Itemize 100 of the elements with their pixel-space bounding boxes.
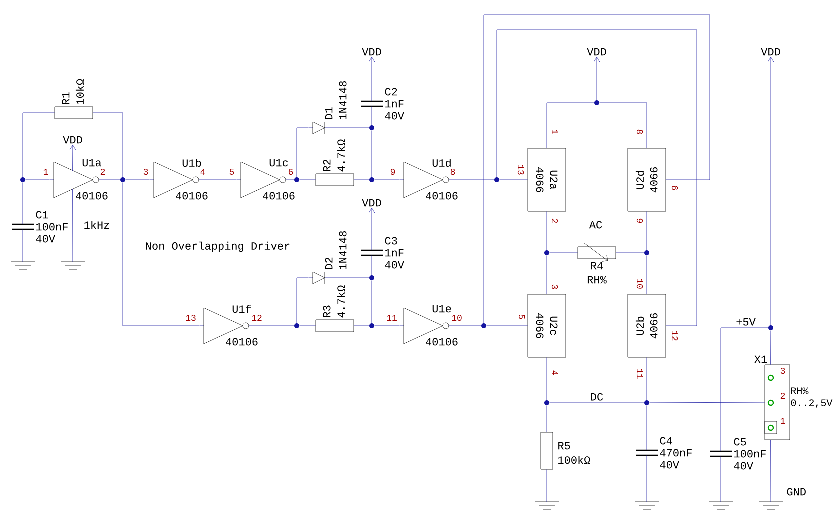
pin-number: 2 (100, 169, 106, 176)
pin-number: 3 (780, 368, 786, 374)
pin-number: 9 (636, 218, 644, 224)
wire (70, 145, 76, 172)
part-label: 1N4148 (339, 81, 347, 120)
note-text: AC (589, 221, 602, 229)
wire (296, 278, 309, 324)
part-label: R3 (323, 306, 331, 318)
wire (646, 256, 648, 294)
wire (770, 330, 772, 365)
pin-number: 12 (252, 315, 262, 322)
part-label: R2 (323, 160, 331, 172)
wire (768, 57, 774, 326)
part-label: 10kΩ (76, 79, 84, 104)
wire (22, 230, 24, 262)
part-label: 40106 (426, 192, 458, 200)
part-label: R1 (62, 92, 70, 104)
part-label: C4 (660, 437, 672, 445)
supply-label: VDD (587, 48, 606, 56)
pin-number: 13 (186, 314, 196, 322)
supply-label: VDD (63, 136, 82, 144)
part-label: 4066 (536, 167, 544, 192)
pin-number: 2 (552, 218, 558, 224)
wire (546, 470, 548, 502)
part-label: RH% (588, 276, 607, 284)
part-label: 1nF (386, 100, 404, 108)
pin-number: 2 (780, 393, 786, 400)
wire (650, 402, 765, 404)
part-label: 40V (385, 261, 404, 269)
ground-symbol (708, 502, 734, 510)
part-label: 4066 (536, 313, 544, 338)
part-label: 40106 (226, 338, 258, 346)
pin-number: 11 (637, 369, 643, 379)
part-label: 40V (385, 112, 404, 120)
part-label: U2a (550, 170, 558, 190)
wire (646, 358, 648, 400)
wire (22, 182, 24, 224)
wire (546, 358, 548, 400)
ground-symbol (634, 502, 660, 510)
wire (22, 112, 55, 178)
part-label: 40V (36, 235, 56, 243)
part-label: U1a (82, 159, 102, 167)
wire (646, 212, 648, 250)
part-label: U2b (636, 316, 644, 336)
part-label: U2c (550, 316, 558, 336)
pin-number: 5 (519, 314, 526, 320)
edge-label: DC (589, 392, 605, 402)
part-label: R4 (591, 262, 604, 270)
wire (496, 30, 698, 326)
part-label: U1c (270, 159, 288, 167)
pin-number: 8 (636, 130, 644, 134)
wire (720, 328, 768, 452)
part-label: U1f (232, 304, 252, 314)
ground-symbol (534, 502, 560, 510)
part-label: C2 (385, 88, 398, 96)
ground-symbol (10, 262, 36, 270)
wire (546, 212, 548, 250)
pin-number: 6 (672, 186, 678, 190)
part-label: U1d (432, 158, 451, 168)
pin-number: 13 (518, 165, 524, 175)
wire (368, 208, 376, 250)
wire (646, 456, 648, 502)
part-label: 40106 (76, 192, 108, 200)
part-label: C1 (36, 211, 48, 219)
note-text: 1kHz (84, 221, 110, 229)
wire (546, 102, 594, 148)
wire (646, 406, 648, 450)
part-label: 1N4148 (339, 231, 347, 270)
part-label: 40V (660, 461, 680, 469)
wire (594, 57, 600, 100)
supply-label: VDD (362, 199, 382, 207)
pin-number: 5 (230, 169, 234, 176)
wire (550, 402, 644, 404)
wire (72, 188, 74, 262)
pin-number: 11 (387, 315, 397, 321)
pin-number: 3 (144, 168, 148, 176)
part-label: 4.7kΩ (337, 286, 345, 318)
note-text: Non Overlapping Driver (146, 242, 290, 252)
wire (546, 406, 548, 432)
wire (484, 14, 710, 324)
part-label: 4066 (650, 314, 658, 339)
pin-number: 3 (552, 284, 558, 290)
part-label: U2d (636, 171, 644, 190)
part-label: D2 (325, 258, 333, 270)
pin-number: 1 (780, 418, 786, 424)
supply-label: VDD (362, 48, 382, 56)
part-label: U1b (182, 158, 202, 168)
part-label: R5 (558, 442, 570, 450)
part-label: 40106 (263, 192, 295, 200)
part-label: 4066 (650, 168, 658, 193)
wire (770, 440, 772, 502)
part-label: 1nF (386, 249, 404, 257)
wire (550, 252, 578, 254)
pin-number: 10 (452, 314, 462, 322)
pin-number: 4 (552, 370, 558, 376)
wire (122, 182, 200, 326)
part-label: 40V (734, 462, 754, 470)
part-label: D1 (325, 108, 333, 120)
wire (546, 256, 548, 294)
part-label: C5 (734, 438, 746, 446)
